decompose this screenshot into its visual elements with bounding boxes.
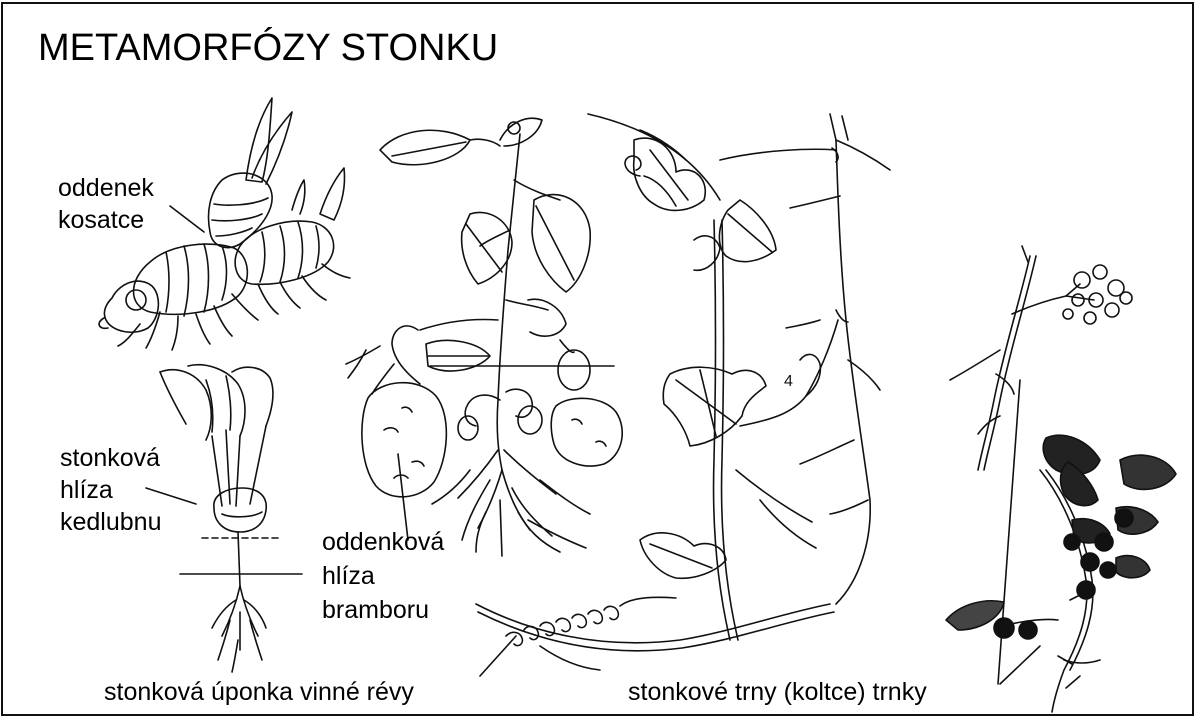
label-rhizome-line-2: kosatce [58,204,144,236]
label-tuber-line-3: kedlubnu [60,506,161,538]
figure-numeral: 4 [784,373,793,390]
blackthorn-flowering-twig-drawing [950,246,1132,470]
label-potato-line-1: oddenková [322,526,444,558]
page-title: METAMORFÓZY STONKU [38,26,498,70]
thorns-leader-line-2 [1000,646,1040,684]
blackthorn-fruiting-branch-drawing [946,435,1176,712]
rhizome-leader-line [170,206,204,232]
kohlrabi-leader-line [146,488,196,504]
label-tendril: stonková úponka vinné révy [104,676,414,708]
label-tuber-line-2: hlíza [60,474,113,506]
label-thorns: stonkové trny (koltce) trnky [628,676,927,708]
kohlrabi-drawing [160,365,273,672]
potato-plant-drawing [346,118,622,556]
label-potato-line-2: hlíza [322,560,375,592]
thorns-leader-line-1 [998,380,1020,684]
label-potato-line-3: bramboru [322,594,429,626]
label-rhizome-line-1: oddenek [58,172,154,204]
label-tuber-line-1: stonková [60,442,160,474]
tendril-leader-line [480,636,516,676]
